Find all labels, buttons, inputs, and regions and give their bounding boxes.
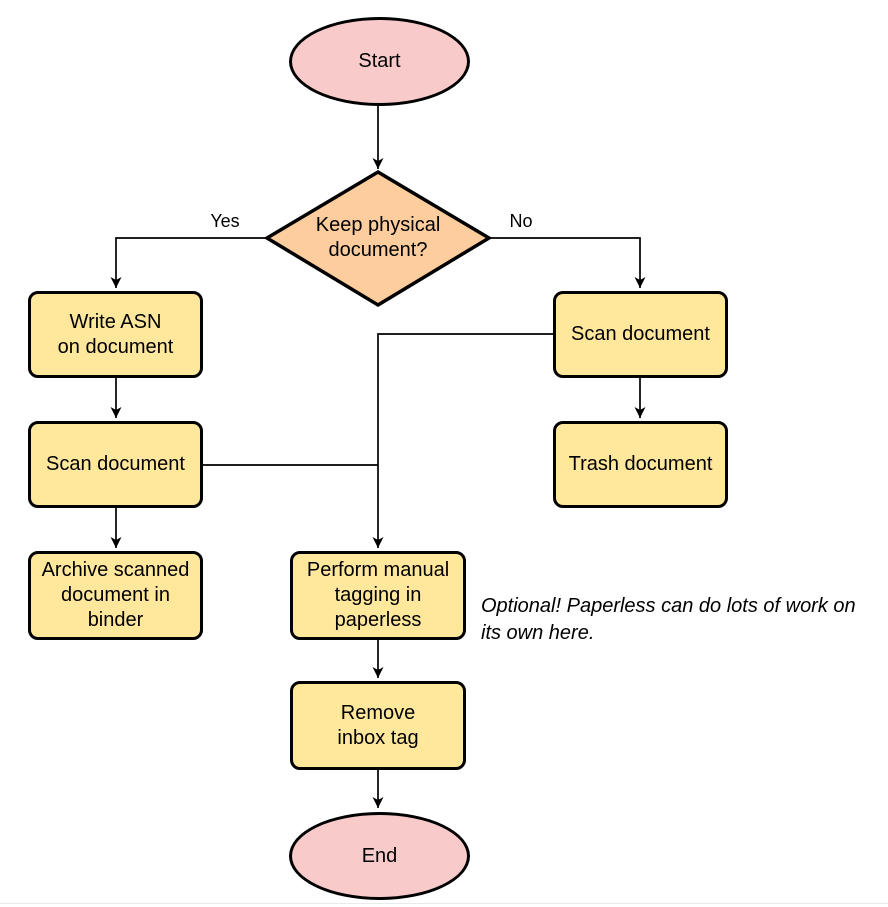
- edge-label-no: No: [509, 211, 533, 231]
- edge-decision-yes-to-write-asn: [110, 237, 267, 288]
- node-remove-inbox-tag: Remove inbox tag: [290, 681, 466, 770]
- decision-shape: [263, 169, 493, 308]
- optional-note: Optional! Paperless can do lots of work …: [481, 595, 856, 644]
- edge-label-yes: Yes: [210, 211, 240, 231]
- node-end: End: [289, 812, 470, 900]
- node-decision-label: Keep physical document?: [315, 214, 441, 261]
- node-trash-document: Trash document: [553, 421, 728, 508]
- node-start: Start: [289, 17, 470, 106]
- node-scan-document-right: Scan document: [553, 291, 728, 378]
- edge-scan-right-to-tagging: [372, 333, 553, 548]
- bottom-divider: [0, 903, 888, 904]
- node-archive-scanned-document: Archive scanned document in binder: [28, 551, 203, 640]
- node-scan-document-left: Scan document: [28, 421, 203, 508]
- node-write-asn-on-document: Write ASN on document: [28, 291, 203, 378]
- node-perform-manual-tagging: Perform manual tagging in paperless: [290, 551, 466, 640]
- edge-decision-no-to-scan-right: [489, 237, 646, 288]
